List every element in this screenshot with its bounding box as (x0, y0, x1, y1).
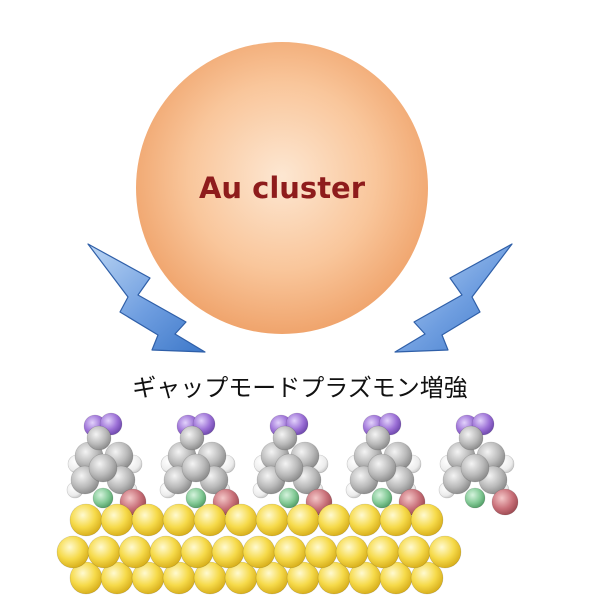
nitrogen-atom (185, 487, 207, 509)
gold-atom (410, 561, 444, 595)
nitrogen-atom (371, 487, 393, 509)
carbon-atom (181, 453, 211, 483)
gold-atom (87, 535, 121, 569)
gold-atom (304, 535, 338, 569)
left-lightning-bolt-icon (87, 243, 206, 353)
nitrogen-atom (464, 487, 486, 509)
gold-atom (131, 503, 165, 537)
gold-atom (410, 503, 444, 537)
gold-atom (180, 535, 214, 569)
gold-atom (149, 535, 183, 569)
gold-atom (317, 503, 351, 537)
gold-atom (211, 535, 245, 569)
gold-atom (348, 503, 382, 537)
carbon-atom (86, 425, 112, 451)
gold-atom (366, 535, 400, 569)
gold-atom (118, 535, 152, 569)
adsorbed-molecules (66, 412, 519, 516)
gold-atom (335, 535, 369, 569)
gold-atom (56, 535, 90, 569)
molecule (159, 412, 240, 516)
gold-atom (397, 535, 431, 569)
nitrogen-atom (278, 487, 300, 509)
carbon-atom (365, 425, 391, 451)
carbon-atom (88, 453, 118, 483)
gold-atom (255, 503, 289, 537)
carbon-atom (272, 425, 298, 451)
gold-atom (273, 535, 307, 569)
nitrogen-atom (92, 487, 114, 509)
carbon-atom (179, 425, 205, 451)
molecule (438, 412, 519, 516)
au-cluster-sphere (136, 42, 428, 334)
au-cluster-label: Au cluster (199, 171, 366, 205)
gold-atom (224, 503, 258, 537)
gold-substrate (56, 503, 462, 595)
right-lightning-bolt-icon (394, 243, 513, 353)
gold-atom (193, 503, 227, 537)
carbon-atom (367, 453, 397, 483)
gold-atom (69, 503, 103, 537)
molecule (66, 412, 147, 516)
carbon-atom (458, 425, 484, 451)
sulfur-atom (491, 488, 519, 516)
carbon-atom (460, 453, 490, 483)
caption-gap-mode-plasmon: ギャップモードプラズモン増強 (132, 374, 468, 402)
gold-atom (100, 503, 134, 537)
gold-atom (286, 503, 320, 537)
gold-atom (242, 535, 276, 569)
molecule (252, 412, 333, 516)
molecule (345, 412, 426, 516)
gold-atom (379, 503, 413, 537)
gold-atom (428, 535, 462, 569)
gold-atom (162, 503, 196, 537)
carbon-atom (274, 453, 304, 483)
